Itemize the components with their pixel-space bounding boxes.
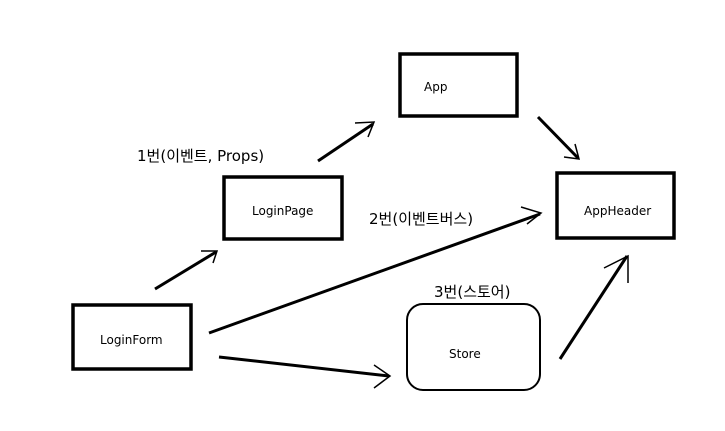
node-login-page: LoginPage bbox=[222, 175, 344, 241]
arrowhead-icon bbox=[354, 121, 376, 138]
arrowhead-icon bbox=[520, 206, 543, 225]
node-store: Store bbox=[406, 303, 541, 391]
edge-app-to-appheader bbox=[536, 115, 581, 160]
node-app-box bbox=[398, 52, 519, 118]
edge-loginform-to-loginpage-line bbox=[154, 250, 217, 291]
arrowhead-icon bbox=[201, 250, 219, 264]
node-store-label: Store bbox=[449, 347, 481, 361]
method1-label: 1번(이벤트, Props) bbox=[137, 147, 264, 165]
node-app-header-box bbox=[555, 171, 676, 240]
edge-loginform-to-store bbox=[218, 355, 392, 389]
node-app-header: AppHeader bbox=[555, 171, 676, 240]
node-app: App bbox=[398, 52, 519, 118]
edge-loginform-to-loginpage bbox=[154, 250, 219, 291]
node-login-form: LoginForm bbox=[71, 303, 193, 371]
edge-store-to-appheader-line bbox=[558, 255, 629, 360]
node-app-label: App bbox=[424, 80, 447, 94]
node-login-form-box bbox=[71, 303, 193, 371]
node-app-header-label: AppHeader bbox=[584, 204, 651, 218]
edge-loginform-to-store-line bbox=[218, 355, 390, 378]
edge-loginform-to-appheader-line bbox=[208, 212, 541, 335]
edge-store-to-appheader bbox=[558, 254, 629, 360]
edge-loginform-to-appheader bbox=[208, 206, 543, 335]
node-login-form-label: LoginForm bbox=[100, 333, 163, 347]
node-store-box bbox=[406, 303, 541, 391]
arrowhead-icon bbox=[373, 364, 392, 389]
edge-app-to-appheader-line bbox=[536, 115, 580, 160]
edge-loginpage-to-app bbox=[317, 121, 376, 163]
method2-label: 2번(이벤트버스) bbox=[369, 210, 473, 228]
arrowhead-icon bbox=[603, 254, 629, 283]
node-login-page-label: LoginPage bbox=[252, 204, 313, 218]
edge-loginpage-to-app-line bbox=[317, 122, 374, 163]
node-login-page-box bbox=[222, 175, 344, 241]
method3-label: 3번(스토어) bbox=[434, 283, 510, 301]
arrowhead-icon bbox=[563, 143, 581, 160]
